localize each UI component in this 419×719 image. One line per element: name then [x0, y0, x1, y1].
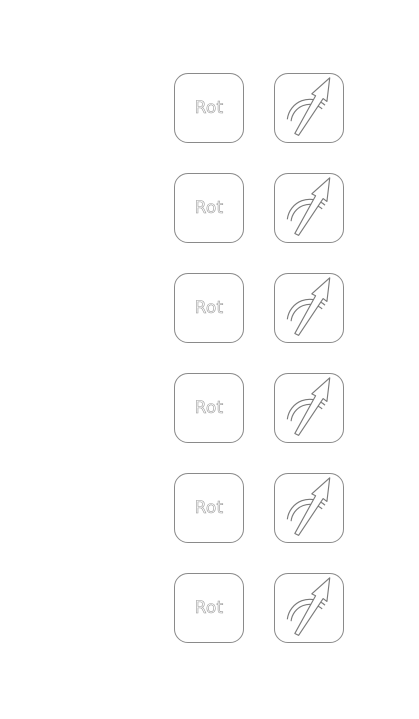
rotate-icon-button-6[interactable] [274, 573, 344, 643]
rot-button-2[interactable]: Rot [174, 173, 244, 243]
rot-button-label: Rot [194, 398, 224, 419]
rotation-arrow-icon [286, 377, 331, 436]
rot-button-1[interactable]: Rot [174, 73, 244, 143]
rotation-arrow-icon [286, 177, 331, 236]
rotation-arrow-icon [286, 577, 331, 636]
rot-button-label: Rot [194, 498, 224, 519]
rot-button-label: Rot [194, 298, 224, 319]
rotate-icon-button-1[interactable] [274, 73, 344, 143]
rotation-row-1: Rot [174, 73, 346, 145]
rotation-row-2: Rot [174, 173, 346, 245]
rot-button-4[interactable]: Rot [174, 373, 244, 443]
rotation-row-5: Rot [174, 473, 346, 545]
rotate-icon-button-2[interactable] [274, 173, 344, 243]
rot-button-label: Rot [194, 98, 224, 119]
rotation-arrow-icon [286, 477, 331, 536]
rotation-arrow-icon [286, 277, 331, 336]
rotate-icon-button-5[interactable] [274, 473, 344, 543]
rotate-icon-button-3[interactable] [274, 273, 344, 343]
rotate-icon-button-4[interactable] [274, 373, 344, 443]
rotation-arrow-icon [286, 77, 331, 136]
rot-button-label: Rot [194, 198, 224, 219]
rot-button-5[interactable]: Rot [174, 473, 244, 543]
rot-button-3[interactable]: Rot [174, 273, 244, 343]
rot-button-6[interactable]: Rot [174, 573, 244, 643]
rotation-row-4: Rot [174, 373, 346, 445]
rotation-row-6: Rot [174, 573, 346, 645]
rotation-row-3: Rot [174, 273, 346, 345]
rot-button-label: Rot [194, 598, 224, 619]
